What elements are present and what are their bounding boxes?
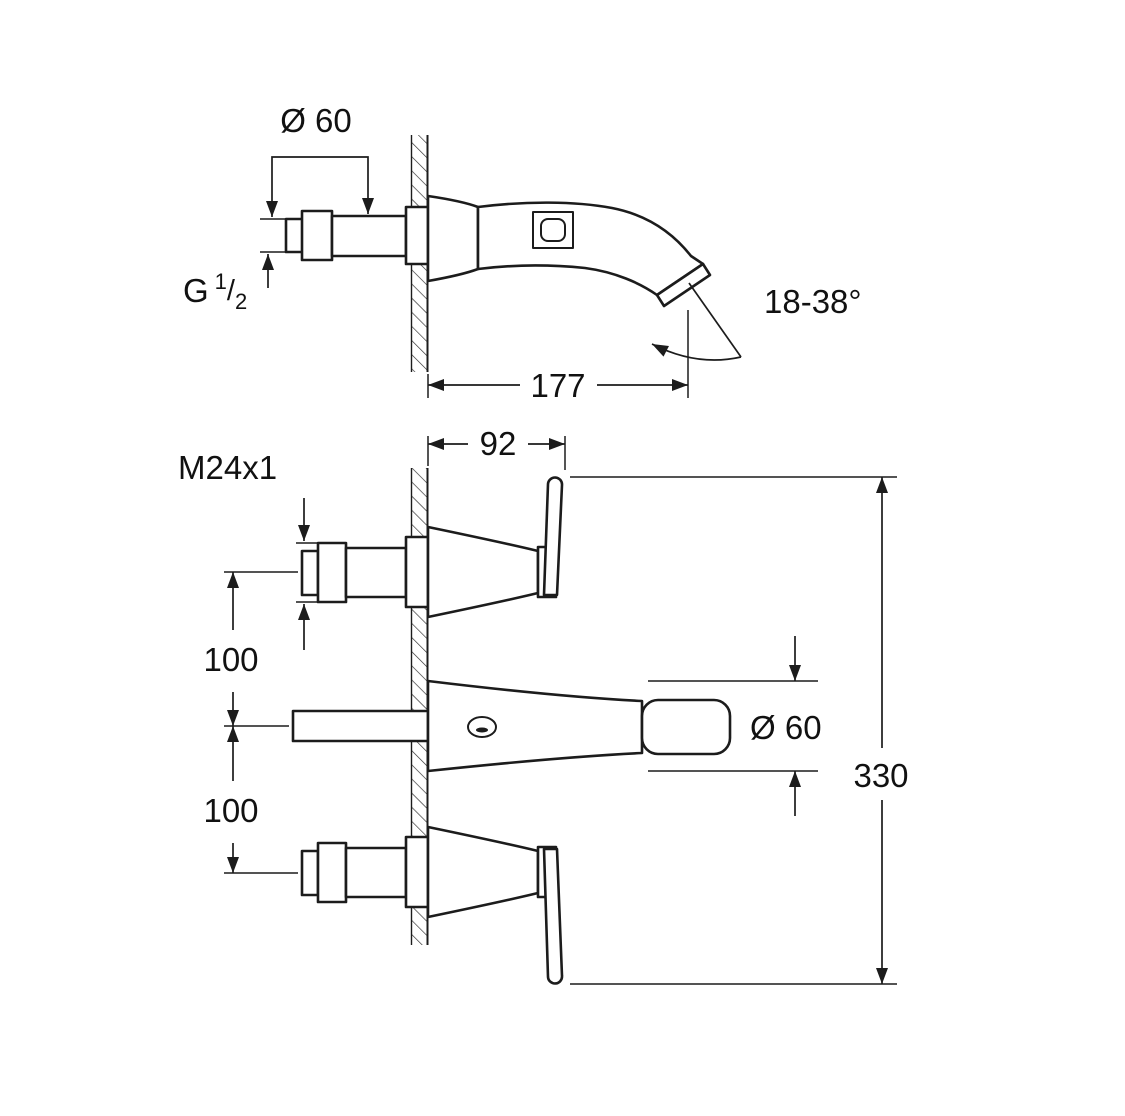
thread-denominator: 2 [235,289,247,314]
handle-lever [542,476,564,597]
dim-handle-projection: 92 [427,425,566,470]
dim-spout-reach: 177 [427,310,689,404]
inlet-pipe [330,214,408,258]
spout-inlet-fitting [284,205,430,266]
dim-outlet-angle: 18-38° [651,282,862,361]
handle-escutcheon [426,525,540,619]
dim-label-overall-span: 330 [853,757,908,794]
valve-stub [300,849,320,897]
dim-label-escutcheon-diameter: Ø 60 [280,102,352,139]
valve-pipe [344,546,408,599]
valve-flange [404,535,430,609]
angle-arc-arrow [651,343,742,361]
dim-spacing-upper: 100 [203,571,298,727]
brand-emblem-mark [476,727,488,733]
inlet-flange [404,205,430,266]
dim-escutcheon-diameter: Ø 60 [260,102,374,220]
spout-escutcheon [426,194,480,283]
dim-label-spacing-upper: 100 [203,641,258,678]
dim-label-spout-reach: 177 [530,367,585,404]
spout-tip [640,698,732,756]
dim-label-outlet-angle: 18-38° [764,283,862,320]
dim-label-spout-escutcheon-diameter: Ø 60 [750,709,822,746]
dim-label-spacing-lower: 100 [203,792,258,829]
thread-numerator: 1 [215,269,227,294]
dim-line [266,156,374,217]
dim-spacing-lower: 100 [203,726,298,874]
brand-emblem [467,716,497,738]
dim-spout-escutcheon-diameter: Ø 60 [648,636,822,816]
spout-supply-pipe [291,709,430,743]
thread-g: G [183,272,209,309]
angle-reference-line [688,282,742,358]
spout-emblem-inner [540,218,566,242]
lower-handle [300,825,564,985]
valve-pipe [344,846,408,899]
dim-label-handle-projection: 92 [480,425,517,462]
spout-body [476,201,705,297]
dim-overall-span: 330 [570,476,909,985]
spout-cone [426,679,644,773]
spout-aerator [655,262,712,308]
valve-stub [300,549,320,597]
valve-thread [316,841,348,904]
inlet-thread [300,209,334,262]
upper-handle [300,476,564,619]
plan-spout [291,679,732,773]
thread-slash: / [227,275,236,307]
dim-valve-thread: M24x1 [178,449,320,650]
handle-lever [542,847,564,985]
dim-label-valve-thread: M24x1 [178,449,277,486]
handle-escutcheon [426,825,540,919]
valve-thread [316,541,348,604]
valve-flange [404,835,430,909]
plan-view: 92 M24x1 100 100 [178,425,909,985]
wall-spout [426,194,712,308]
